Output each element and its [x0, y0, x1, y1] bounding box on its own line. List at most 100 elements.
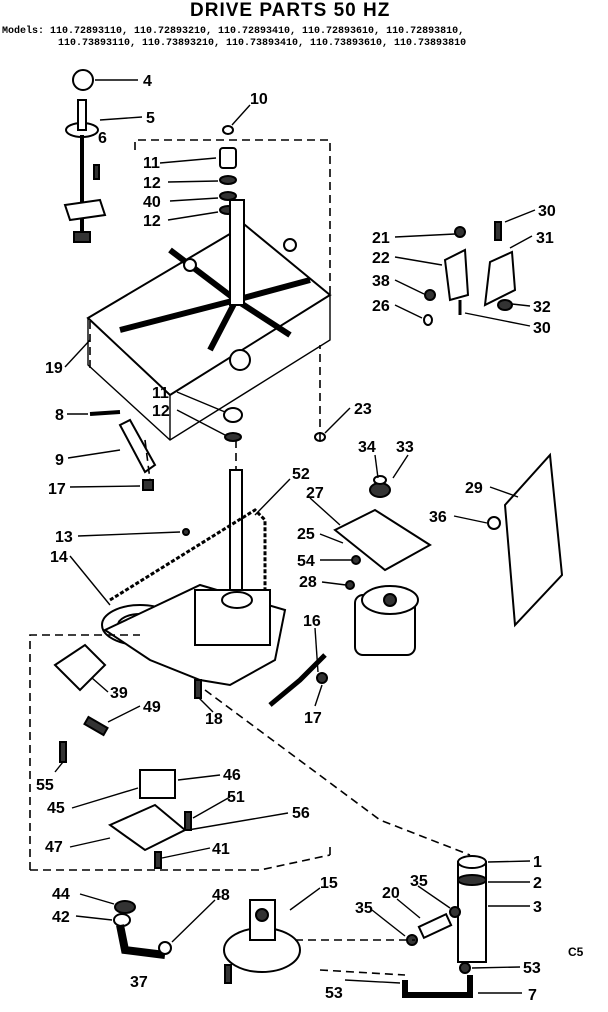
callout-5: 5	[146, 110, 155, 127]
callout-3: 3	[533, 899, 542, 916]
callout-55: 55	[36, 777, 54, 794]
part-screw-51	[184, 811, 192, 831]
leader-lines	[54, 79, 536, 994]
callout-8: 8	[55, 407, 64, 424]
callout-9: 9	[55, 452, 64, 469]
callout-36: 36	[429, 509, 447, 526]
part-filter-assembly	[457, 855, 487, 963]
part-cap	[72, 69, 94, 91]
callout-34: 34	[358, 439, 376, 456]
callout-40: 40	[143, 194, 161, 211]
callout-52: 52	[292, 466, 310, 483]
callout-18: 18	[205, 711, 223, 728]
part-hose-37	[116, 924, 166, 959]
part-bolt-18	[194, 679, 202, 699]
callout-2: 2	[533, 875, 542, 892]
part-lower-washer	[224, 432, 242, 442]
part-drive-belt	[109, 508, 267, 602]
callout-11: 11	[152, 385, 169, 402]
part-access-panel	[503, 452, 564, 628]
callout-20: 20	[382, 885, 400, 902]
part-panel-clip	[487, 516, 501, 530]
part-motor-mount	[333, 508, 432, 572]
part-motor	[354, 585, 419, 656]
assembly-lines	[89, 139, 471, 976]
callout-10: 10	[250, 91, 268, 108]
callout-4: 4	[143, 73, 152, 90]
callout-41: 41	[212, 841, 230, 858]
callout-32: 32	[533, 299, 551, 316]
part-screw-pump	[224, 964, 232, 984]
callout-29: 29	[465, 480, 483, 497]
callout-12: 12	[143, 213, 161, 230]
callout-47: 47	[45, 839, 63, 856]
callout-27: 27	[306, 485, 324, 502]
callout-1: 1	[533, 854, 542, 871]
part-tub-base	[86, 199, 332, 441]
part-spring	[83, 715, 109, 737]
part-hose-7	[402, 975, 473, 998]
models-line-2: 110.73893110, 110.73893210, 110.73893410…	[58, 38, 467, 49]
part-clamp-48	[158, 941, 172, 955]
callout-13: 13	[55, 529, 73, 546]
callout-16: 16	[303, 613, 321, 630]
part-brake-arm	[89, 410, 157, 491]
callout-54: 54	[297, 553, 315, 570]
callout-30: 30	[538, 203, 556, 220]
part-transmission	[101, 583, 287, 687]
callout-33: 33	[396, 439, 414, 456]
callout-46: 46	[223, 767, 241, 784]
callout-12: 12	[143, 175, 161, 192]
part-switch-bracket	[107, 803, 187, 852]
callout-23: 23	[354, 401, 372, 418]
part-switch-39	[53, 643, 107, 692]
callout-53: 53	[325, 985, 343, 1002]
callout-21: 21	[372, 230, 390, 247]
part-pump	[223, 899, 301, 973]
callout-22: 22	[372, 250, 390, 267]
part-bracket-right	[483, 221, 517, 311]
callout-12: 12	[152, 403, 170, 420]
callout-7: 7	[528, 987, 537, 1004]
part-fitting-42	[113, 913, 131, 927]
callout-51: 51	[227, 789, 245, 806]
callout-6: 6	[98, 130, 107, 147]
part-switch-46	[139, 769, 176, 799]
part-bracket-left	[423, 226, 470, 326]
part-lever	[268, 653, 328, 707]
callout-25: 25	[297, 526, 315, 543]
part-screw-55	[59, 741, 67, 763]
part-clamp-53	[459, 962, 471, 974]
callout-49: 49	[143, 699, 161, 716]
part-lower-bearing	[223, 407, 243, 423]
part-screw-54	[351, 555, 361, 565]
callout-39: 39	[110, 685, 128, 702]
callout-35: 35	[410, 873, 428, 890]
callout-44: 44	[52, 886, 70, 903]
callout-15: 15	[320, 875, 338, 892]
callout-19: 19	[45, 360, 63, 377]
callout-14: 14	[50, 549, 68, 566]
diagram-header: DRIVE PARTS 50 HZ Models: 110.72893110, …	[0, 0, 608, 52]
part-clamp-44	[114, 900, 136, 914]
diagram-title: DRIVE PARTS 50 HZ	[190, 0, 391, 21]
callout-17: 17	[48, 481, 66, 498]
callout-48: 48	[212, 887, 230, 904]
callout-42: 42	[52, 909, 70, 926]
callout-37: 37	[130, 974, 148, 991]
models-line-1: Models: 110.72893110, 110.72893210, 110.…	[2, 26, 465, 37]
part-hose-20	[417, 912, 453, 940]
part-clamp-35a	[449, 906, 461, 918]
part-motor-screw	[345, 580, 355, 590]
part-screw-13	[182, 528, 190, 536]
callout-11: 11	[143, 155, 160, 172]
part-screw-41	[154, 851, 162, 869]
callout-26: 26	[372, 298, 390, 315]
callout-53: 53	[523, 960, 541, 977]
callout-30: 30	[533, 320, 551, 337]
callout-56: 56	[292, 805, 310, 822]
callout-38: 38	[372, 273, 390, 290]
callout-labels: 4 5 6 10 11 12 40 12 30 21 3 1 22 38 32 2…	[36, 73, 584, 1004]
callout-17: 17	[304, 710, 322, 727]
